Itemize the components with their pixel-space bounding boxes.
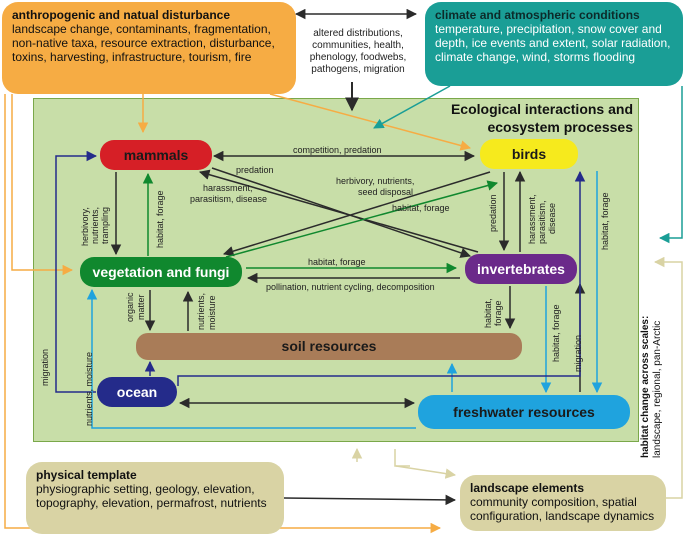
- landscape-elements-text: community composition, spatial configura…: [470, 495, 655, 523]
- physical-template-box: physical template physiographic setting,…: [26, 462, 284, 534]
- soil-resources-node: soil resources: [136, 333, 522, 360]
- ocean-node: ocean: [97, 377, 177, 407]
- invertebrates-node: invertebrates: [465, 254, 577, 284]
- predation-birds-label: predation: [488, 194, 498, 232]
- harassment-birds-label-3: disease: [547, 202, 557, 234]
- habitat-forage-diagonal-label: habitat, forage: [392, 203, 450, 213]
- migration-left-label: migration: [40, 348, 50, 386]
- migration-right-label: migration: [573, 334, 583, 372]
- habitat-forage-inv-soil-label-2: forage: [493, 300, 503, 326]
- landscape-elements-box: landscape elements community composition…: [460, 475, 666, 531]
- habitat-change-scales-text: landscape, regional, pan-Arctic: [652, 320, 663, 458]
- herbivory-mammals-label-2: nutrients,: [90, 206, 100, 244]
- freshwater-resources-node: freshwater resources: [418, 395, 630, 429]
- organic-matter-label-2: matter: [136, 294, 146, 320]
- habitat-forage-inv-soil-label-1: habitat,: [483, 298, 493, 328]
- anthropogenic-disturbance-title: anthropogenic and natual disturbance: [12, 8, 231, 22]
- climate-conditions-box: climate and atmospheric conditions tempe…: [425, 2, 683, 86]
- herbivory-birds-label-1: herbivory, nutrients,: [336, 176, 415, 186]
- climate-conditions-text: temperature, precipitation, snow cover a…: [435, 22, 671, 64]
- habitat-change-scales-title: habitat change across scales:: [640, 315, 651, 458]
- panel-title: Ecological interactions and ecosystem pr…: [450, 101, 633, 135]
- habitat-forage-veg-inv-label: habitat, forage: [308, 257, 366, 267]
- harassment-mammals-label-2: parasitism, disease: [190, 194, 268, 204]
- landscape-elements-title: landscape elements: [470, 481, 585, 495]
- nutrients-moisture-veg-label-1: nutrients,: [196, 292, 206, 330]
- competition-predation-label: competition, predation: [293, 145, 382, 155]
- harassment-birds-label-1: harassment,: [527, 194, 537, 244]
- anthropogenic-disturbance-box: anthropogenic and natual disturbance lan…: [2, 2, 296, 94]
- physical-template-title: physical template: [36, 468, 137, 482]
- harassment-birds-label-2: parasitism,: [537, 200, 547, 244]
- herbivory-mammals-label-3: trampling: [100, 206, 110, 244]
- habitat-forage-birds-label: habitat, forage: [600, 192, 610, 250]
- birds-node: birds: [480, 139, 578, 169]
- organic-matter-label-1: organic: [125, 292, 135, 322]
- pollination-label: pollination, nutrient cycling, decomposi…: [266, 282, 435, 292]
- altered-distributions-text: altered distributions, communities, heal…: [309, 28, 407, 75]
- physical-template-text: physiographic setting, geology, elevatio…: [36, 482, 267, 510]
- herbivory-mammals-label-1: herbivory,: [80, 207, 90, 246]
- nutrients-moisture-veg-label-2: moisture: [207, 295, 217, 330]
- habitat-change-scales-note: habitat change across scales: landscape,…: [640, 316, 664, 458]
- habitat-forage-mammals-label: habitat, forage: [155, 190, 165, 248]
- herbivory-birds-label-2: seed disposal: [358, 187, 414, 197]
- vegetation-and-fungi-node: vegetation and fungi: [80, 257, 242, 287]
- climate-conditions-title: climate and atmospheric conditions: [435, 8, 640, 22]
- predation-label: predation: [236, 165, 274, 175]
- anthropogenic-disturbance-text: landscape change, contaminants, fragment…: [12, 22, 275, 64]
- nutrients-moisture-left-label: nutrients, moisture: [84, 351, 94, 426]
- harassment-mammals-label-1: harassment,: [203, 183, 253, 193]
- habitat-forage-inv-fresh-label: habitat, forage: [551, 304, 561, 362]
- mammals-node: mammals: [100, 140, 212, 170]
